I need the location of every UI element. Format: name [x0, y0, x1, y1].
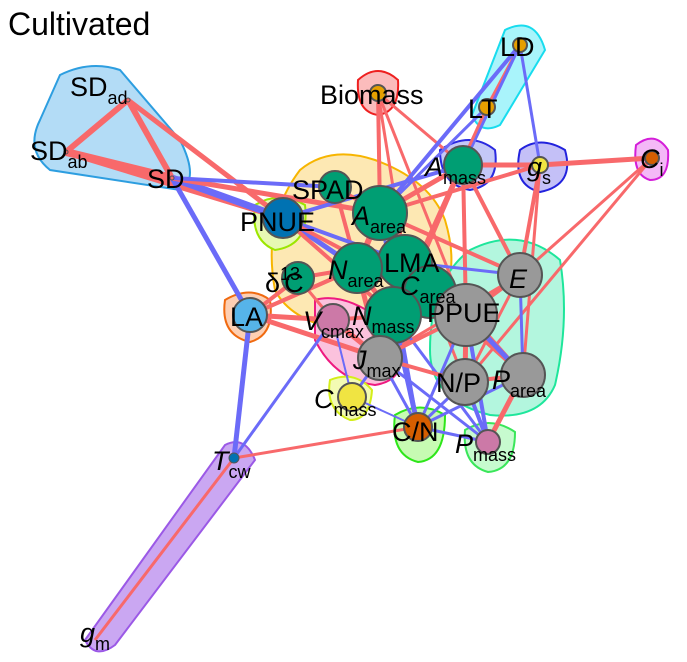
node-label-Parea: Parea [492, 365, 547, 401]
edge-SDad-SD [125, 98, 175, 180]
node-label-Pmass: Pmass [455, 429, 516, 465]
node-label-Jmax: Jmax [352, 345, 401, 381]
node-label-PNUE: PNUE [240, 207, 315, 237]
node-CN[interactable] [403, 412, 433, 442]
edge-LA-Tcw [231, 314, 253, 459]
node-Ci[interactable] [644, 150, 660, 166]
node-label-Ci: Ci [640, 144, 664, 180]
node-label-Cmass: Cmass [314, 384, 377, 420]
node-label-SDab: SDab [30, 136, 88, 172]
node-Parea[interactable] [500, 352, 546, 398]
edge-gs-Ci [539, 155, 653, 168]
node-SPAD[interactable] [318, 170, 352, 204]
node-label-NP: N/P [436, 368, 481, 398]
node-Biomass[interactable] [369, 84, 387, 102]
node-label-SPAD: SPAD [292, 175, 364, 205]
edge-Ci-E [519, 156, 653, 277]
node-label-gm: gm [80, 618, 110, 654]
edge-SD-LA [169, 176, 253, 317]
node-LD[interactable] [512, 37, 528, 53]
node-Aarea[interactable] [352, 185, 408, 241]
node-label-Nmass: Nmass [352, 301, 415, 337]
node-E[interactable] [497, 252, 543, 298]
node-Narea[interactable] [331, 242, 383, 294]
edge-Tcw-gm [93, 457, 236, 641]
node-label-Vcmax: Vcmax [303, 306, 364, 342]
node-Jmax[interactable] [357, 335, 403, 381]
edge-SD-Aarea [171, 175, 381, 216]
plot-title: Cultivated [8, 6, 151, 42]
edge-SDad-SDab [64, 97, 130, 155]
node-label-LT: LT [468, 94, 498, 124]
node-label-LA: LA [230, 302, 263, 332]
node-PNUE[interactable] [262, 197, 304, 239]
node-Cmass[interactable] [337, 382, 367, 412]
node-gs[interactable] [531, 156, 549, 174]
node-LA[interactable] [232, 297, 268, 333]
node-NP[interactable] [441, 358, 489, 406]
node-label-LMA: LMA [384, 248, 440, 278]
node-Tcw[interactable] [228, 452, 240, 464]
node-label-CN: C/N [392, 417, 439, 447]
node-SDad[interactable] [125, 97, 131, 103]
node-SDab[interactable] [63, 149, 69, 155]
node-label-SDad: SDad [70, 72, 128, 108]
node-label-d13C: δ13C [265, 264, 304, 298]
node-d13C[interactable] [281, 261, 315, 295]
node-PPUE[interactable] [434, 283, 498, 347]
edge-SDad-PNUE [126, 98, 285, 220]
node-label-E: E [509, 264, 528, 294]
nodes [63, 37, 660, 464]
node-label-gs: gs [527, 152, 551, 188]
node-label-Biomass: Biomass [320, 80, 424, 110]
node-Pmass[interactable] [475, 429, 501, 455]
node-label-Carea: Carea [400, 271, 457, 307]
edge-SD-SPAD [171, 176, 336, 189]
node-label-PPUE: PPUE [427, 298, 501, 328]
node-label-Narea: Narea [328, 255, 385, 291]
edge-LD-gs [518, 44, 542, 166]
node-label-Aarea: Aarea [350, 201, 407, 237]
node-LT[interactable] [478, 98, 496, 116]
node-label-SD: SD [147, 164, 185, 194]
edge-Vcmax-Tcw [232, 319, 335, 459]
edge-CN-Tcw [233, 425, 419, 460]
node-label-Tcw: Tcw [212, 446, 252, 482]
hull-sd-module [33, 65, 191, 192]
node-Vcmax[interactable] [316, 303, 350, 337]
node-label-Amass: Amass [423, 152, 486, 188]
node-Amass[interactable] [443, 145, 483, 185]
edge-LD-Aarea [378, 43, 522, 215]
node-label-LD: LD [500, 32, 535, 62]
node-SD[interactable] [169, 175, 175, 181]
